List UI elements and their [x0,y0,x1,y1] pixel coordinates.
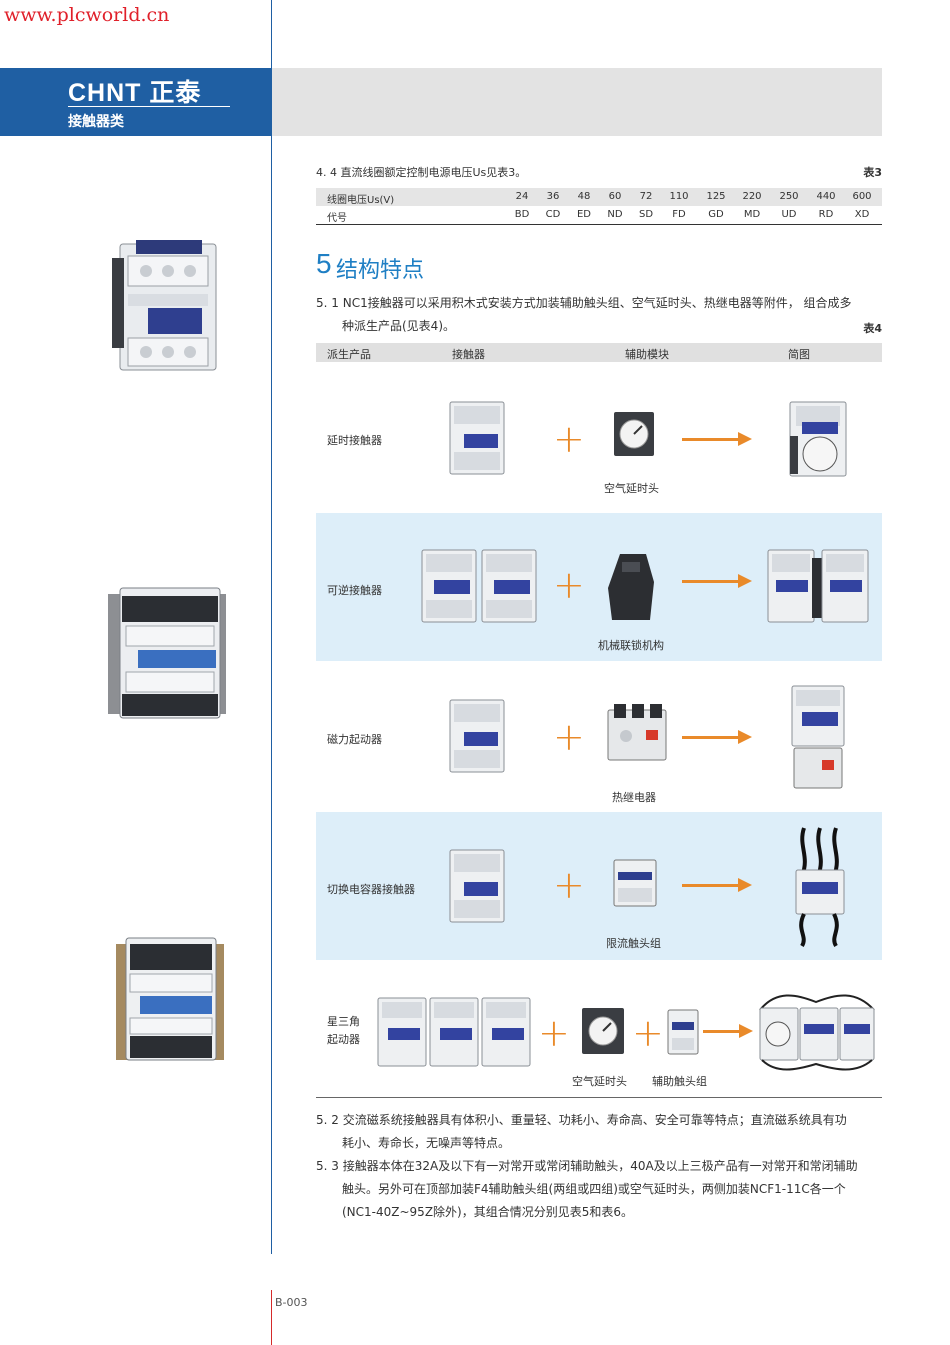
table4-row-label: 可逆接触器 [327,584,382,597]
plus-sign: + [538,1011,570,1055]
thermal-relay-image [607,704,667,761]
arrow-icon [682,432,752,446]
table4-header-row [316,343,882,362]
contactor-photo-2 [108,587,226,719]
contactor-photo-1 [112,240,217,371]
table3-voltage-cell: 24 [515,191,529,202]
table3-row-header-code: 代号 [327,213,347,224]
plus-sign: + [553,863,585,907]
table3-voltage-cell: 220 [742,191,762,202]
table3-voltage-cell: 36 [546,191,560,202]
plus-sign: + [632,1011,664,1055]
arrow-icon [682,574,752,588]
brand-category: 接触器类 [68,114,124,130]
table3-code-cell: ND [607,209,623,220]
plus-sign: + [553,417,585,461]
section5-title: 结构特点 [336,258,425,283]
table4-row-label: 磁力起动器 [327,733,382,746]
air-delay-head-image [614,412,654,456]
contactor-image [449,699,505,773]
mechanical-interlock-image [608,554,654,620]
arrow-icon [703,1024,753,1038]
module-caption: 机械联锁机构 [598,639,664,652]
table3-voltage-cell: 600 [852,191,872,202]
table3-bottom-rule [316,224,882,225]
section5-number: 5 [316,248,332,279]
table4-header-diagram: 简图 [788,348,810,361]
table3-voltage-cell: 110 [669,191,689,202]
table3-code-cell: ED [576,209,592,220]
table3-code-cell: SD [638,209,654,220]
module-caption: 限流触头组 [606,937,661,950]
header-gray-bar [272,68,882,136]
table4-header-product: 派生产品 [327,348,371,361]
table3-voltage-cell: 60 [608,191,622,202]
air-delay-head-image [582,1008,624,1054]
module-caption: 辅助触头组 [652,1075,707,1088]
table3-voltage-cell: 72 [639,191,653,202]
table4-header-module: 辅助模块 [625,348,669,361]
para-5-1-line1: 5. 1 NC1接触器可以采用积木式安装方式加装辅助触头组、空气延时头、热继电器… [316,296,852,310]
para-5-2-line2: 耗小、寿命长，无噪声等特点。 [342,1136,511,1150]
module-caption: 空气延时头 [604,482,659,495]
table3-voltage-cell: 250 [779,191,799,202]
brand-bar [0,68,272,136]
assembly-diagram [789,401,847,477]
aux-contact-image [667,1009,699,1055]
contactor-image [449,401,505,475]
table4-row-label: 切换电容器接触器 [327,883,415,896]
assembly-diagram [795,827,845,948]
contactor-image [449,849,505,923]
assembly-diagram [759,994,875,1071]
table4-bottom-rule [316,1097,882,1098]
table4-label: 表4 [863,322,882,335]
brand-rule [68,106,230,107]
section-4-4-text: 4. 4 直流线圈额定控制电源电压Us见表3。 [316,166,527,179]
table4-row-band [316,812,882,960]
table3-header-row [316,188,882,206]
page-divider-red [271,1290,272,1345]
table4-row-label-line2: 起动器 [327,1033,360,1046]
table3-code-cell: RD [818,209,834,220]
table3-code-cell: CD [545,209,561,220]
table3-code-cell: UD [781,209,797,220]
table3-row-header-voltage: 线圈电压Us(V) [327,195,395,206]
brand-logo: CHNT 正泰 [68,79,202,107]
current-limit-contact-image [613,859,657,907]
assembly-diagram [791,685,845,789]
arrow-icon [682,878,752,892]
table4-header-contactor: 接触器 [452,348,485,361]
module-caption: 热继电器 [612,791,656,804]
site-url[interactable]: www.plcworld.cn [4,4,170,26]
table3-label: 表3 [863,166,882,179]
table3-code-cell: XD [854,209,870,220]
arrow-icon [682,730,752,744]
para-5-3-line3: (NC1-40Z~95Z除外)，其组合情况分别见表5和表6。 [342,1205,633,1219]
para-5-3-line1: 5. 3 接触器本体在32A及以下有一对常开或常闭辅助触头，40A及以上三极产品… [316,1159,858,1173]
contactor-photo-3 [116,937,224,1061]
table3-code-cell: BD [514,209,530,220]
table3-voltage-cell: 440 [816,191,836,202]
page-number: B-003 [275,1296,308,1309]
table3-voltage-cell: 125 [706,191,726,202]
table3-voltage-cell: 48 [577,191,591,202]
page-divider [271,0,272,1254]
contactor-image [377,997,531,1067]
para-5-2-line1: 5. 2 交流磁系统接触器具有体积小、重量轻、功耗小、寿命高、安全可靠等特点；直… [316,1113,847,1127]
plus-sign: + [553,715,585,759]
table3-code-cell: MD [743,209,761,220]
para-5-3-line2: 触头。另外可在顶部加装F4辅助触头组(两组或四组)或空气延时头，两侧加装NCF1… [342,1182,846,1196]
assembly-diagram [767,549,869,623]
para-5-1-line2: 种派生产品(见表4)。 [342,319,455,333]
table3-code-cell: GD [708,209,724,220]
table3-code-cell: FD [672,209,686,220]
module-caption: 空气延时头 [572,1075,627,1088]
table4-row-label-line1: 星三角 [327,1015,360,1028]
contactor-image [421,549,537,623]
table4-row-label: 延时接触器 [327,434,382,447]
plus-sign: + [553,563,585,607]
